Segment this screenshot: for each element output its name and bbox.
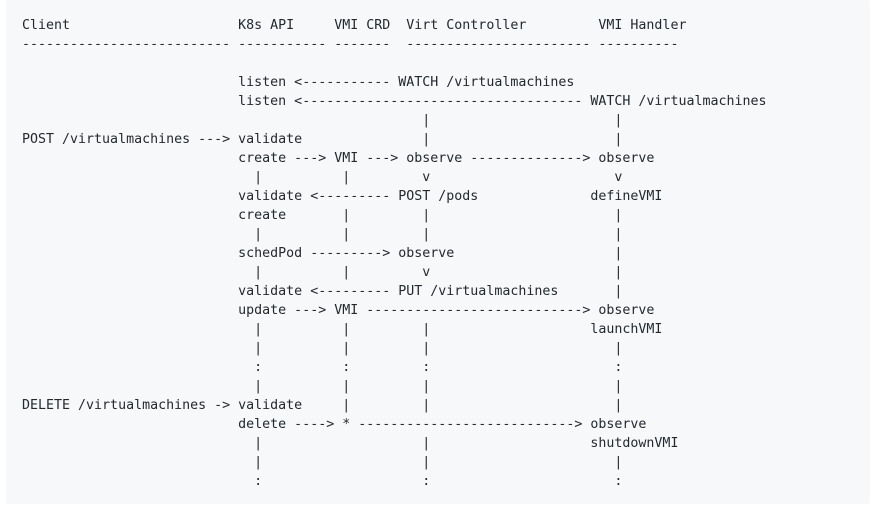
sequence-diagram: Client K8s API VMI CRD Virt Controller V… bbox=[22, 16, 767, 491]
diagram-line: validate <--------- PUT /virtualmachines… bbox=[22, 284, 623, 299]
diagram-line: | | | | bbox=[22, 379, 623, 394]
diagram-line: schedPod ---------> observe | bbox=[22, 246, 623, 261]
diagram-line: validate <--------- POST /pods defineVMI bbox=[22, 189, 663, 204]
code-block: Client K8s API VMI CRD Virt Controller V… bbox=[6, 0, 870, 504]
diagram-separator-line: -------------------------- ----------- -… bbox=[22, 37, 679, 52]
diagram-line: create | | | bbox=[22, 208, 623, 223]
diagram-line bbox=[22, 54, 767, 73]
diagram-line: | | | bbox=[22, 455, 623, 470]
diagram-header-line: Client K8s API VMI CRD Virt Controller V… bbox=[22, 18, 687, 33]
diagram-line: | | bbox=[22, 113, 623, 128]
diagram-line: | | shutdownVMI bbox=[22, 436, 679, 451]
diagram-line: | | v v bbox=[22, 170, 623, 185]
diagram-line: delete ----> * -------------------------… bbox=[22, 417, 647, 432]
diagram-line: | | | launchVMI bbox=[22, 322, 663, 337]
diagram-line: : : : bbox=[22, 474, 623, 489]
diagram-line: | | v | bbox=[22, 265, 623, 280]
diagram-line: | | | | bbox=[22, 227, 623, 242]
diagram-line: : : : : bbox=[22, 360, 623, 375]
diagram-line: listen <----------- WATCH /virtualmachin… bbox=[22, 75, 575, 90]
diagram-line: POST /virtualmachines ---> validate | | bbox=[22, 132, 623, 147]
diagram-line: | | | | bbox=[22, 341, 623, 356]
diagram-line: update ---> VMI ------------------------… bbox=[22, 303, 655, 318]
diagram-line: listen <--------------------------------… bbox=[22, 94, 767, 109]
diagram-line: DELETE /virtualmachines -> validate | | … bbox=[22, 398, 623, 413]
diagram-line: create ---> VMI ---> observe -----------… bbox=[22, 151, 655, 166]
